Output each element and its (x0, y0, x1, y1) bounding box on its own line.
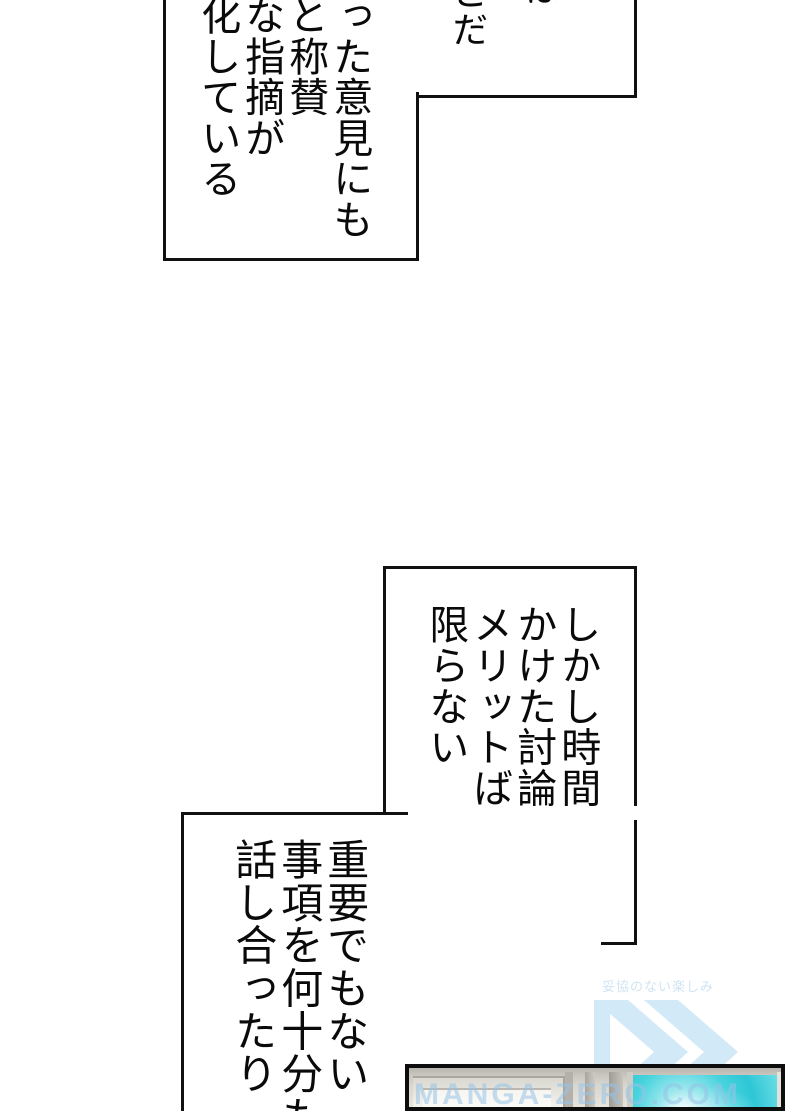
panel-1-line-1: 違った意見にも (327, 0, 373, 240)
photo-mullion-3 (609, 1072, 623, 1107)
panel-3 (181, 812, 601, 1111)
panel-3-top-mask (408, 806, 648, 820)
photo-frame-right (777, 1072, 781, 1107)
photo-window-right-highlight (631, 1075, 779, 1107)
panel-1-upper-line-2: こだ (447, 0, 488, 48)
panel-1-lower (163, 92, 419, 261)
panel-1-line-4: 常化している (195, 0, 241, 199)
panel-1-upper (163, 0, 637, 98)
panel-3-line-1: 重要でもない (320, 838, 367, 1096)
panel-1-upper-line-1: は (516, 0, 562, 40)
watermark-caption: 妥協のない楽しみ (602, 979, 715, 994)
photo-mullion-4 (627, 1072, 633, 1107)
photo-mullion-2 (585, 1072, 595, 1107)
photo-window-left-inner (423, 1088, 551, 1107)
panel-1-line-2: 励と称賛 (283, 0, 329, 118)
panel-2-line-4: 限らない (423, 604, 469, 768)
panel-4-photo (405, 1064, 785, 1111)
panel-3-line-2: 事項を何十分も (274, 838, 321, 1111)
panel-1-seam-mask (167, 88, 415, 100)
photo-mullion-1 (565, 1072, 573, 1107)
panel-3-line-3: 話し合ったり (228, 838, 275, 1096)
panel-1-line-3: 至な指摘が (239, 0, 285, 158)
watermark-url: MANGA-ZERO.COM (414, 1078, 741, 1111)
